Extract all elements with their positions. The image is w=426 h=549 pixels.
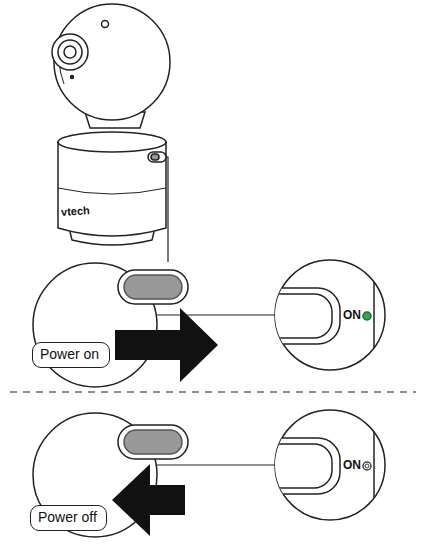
switch-marking: ON	[343, 309, 361, 321]
zoom-circle	[240, 405, 385, 525]
power-led	[363, 462, 371, 470]
divider	[10, 391, 416, 392]
tag-text: Power off	[38, 508, 99, 526]
arrow-left	[112, 464, 185, 536]
camera-head	[52, 4, 170, 128]
switch-marking: ON	[343, 459, 361, 471]
brand-logo: vtech	[61, 205, 90, 218]
power-off-tag: Power off	[30, 505, 107, 531]
zoom-circle	[33, 263, 218, 387]
zoom-circle	[240, 255, 385, 375]
leader-line	[155, 157, 275, 465]
camera-base	[58, 132, 166, 245]
power-on-tag: Power on	[32, 342, 110, 368]
zoom-circle	[33, 413, 188, 537]
arrow-right	[115, 308, 218, 382]
tag-text: Power on	[40, 345, 102, 363]
power-led	[363, 312, 371, 320]
